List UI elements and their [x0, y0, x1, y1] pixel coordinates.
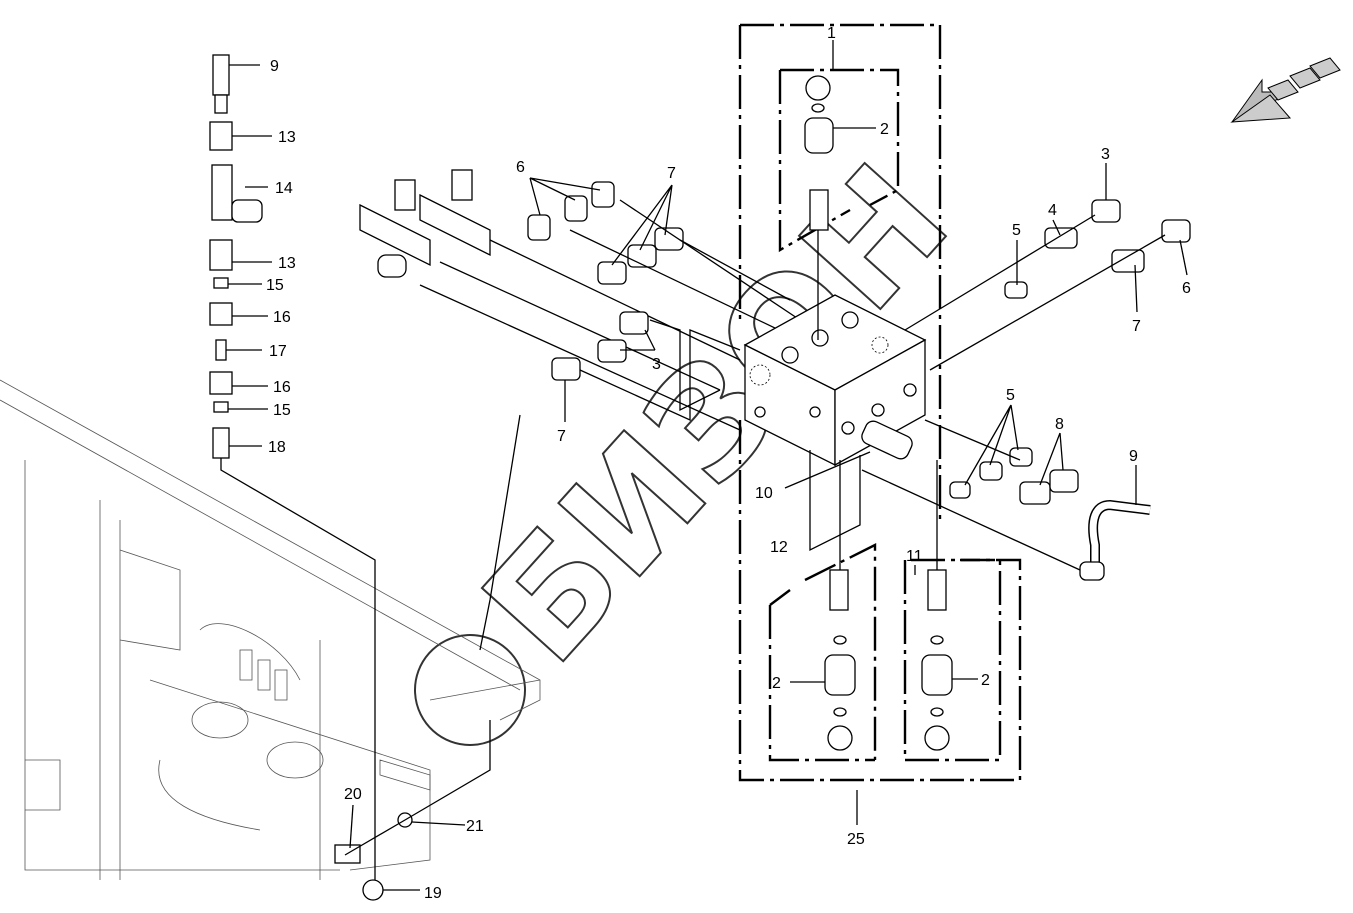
direction-arrow-icon [1230, 57, 1341, 123]
leader-lines [226, 64, 1188, 891]
callout-8: 8 [1055, 416, 1064, 433]
callout-12: 12 [770, 539, 788, 556]
callout-20: 20 [344, 786, 362, 803]
callout-13: 13 [278, 255, 296, 272]
callout-14: 14 [275, 180, 293, 197]
valve-block [743, 294, 927, 467]
callout-11: 11 [906, 548, 923, 565]
callout-15: 15 [273, 402, 291, 419]
callout-7: 7 [1132, 318, 1141, 335]
fittings [527, 181, 801, 422]
callout-7: 7 [667, 165, 676, 182]
callout-2: 2 [880, 121, 889, 138]
callout-6: 6 [516, 159, 525, 176]
callout-5: 5 [1012, 222, 1021, 239]
callout-3: 3 [652, 356, 661, 373]
callout-19: 19 [424, 885, 442, 902]
callout-15: 15 [266, 277, 284, 294]
callout-2: 2 [772, 675, 781, 692]
fitting-stack [209, 54, 491, 901]
callout-13: 13 [278, 129, 296, 146]
callout-4: 4 [1048, 202, 1057, 219]
machine-frame [0, 379, 541, 880]
callout-10: 10 [755, 485, 773, 502]
callout-25: 25 [847, 831, 865, 848]
callout-16: 16 [273, 309, 291, 326]
callout-16: 16 [273, 379, 291, 396]
callout-18: 18 [268, 439, 286, 456]
callout-5: 5 [1006, 387, 1015, 404]
callout-1: 1 [827, 25, 836, 42]
callout-6: 6 [1182, 280, 1191, 297]
callout-7: 7 [557, 428, 566, 445]
callout-17: 17 [269, 343, 287, 360]
right-fittings [861, 199, 1191, 581]
callout-2: 2 [981, 672, 990, 689]
callout-9: 9 [270, 58, 279, 75]
callout-9: 9 [1129, 448, 1138, 465]
callout-21: 21 [466, 818, 484, 835]
solenoid-group-2 [738, 420, 1022, 825]
solenoid-group-1 [738, 23, 942, 520]
callout-3: 3 [1101, 146, 1110, 163]
callout-labels: 1 2 9 13 14 13 15 16 17 16 15 18 6 7 3 4… [266, 25, 1191, 902]
valve-manifolds [359, 169, 741, 651]
